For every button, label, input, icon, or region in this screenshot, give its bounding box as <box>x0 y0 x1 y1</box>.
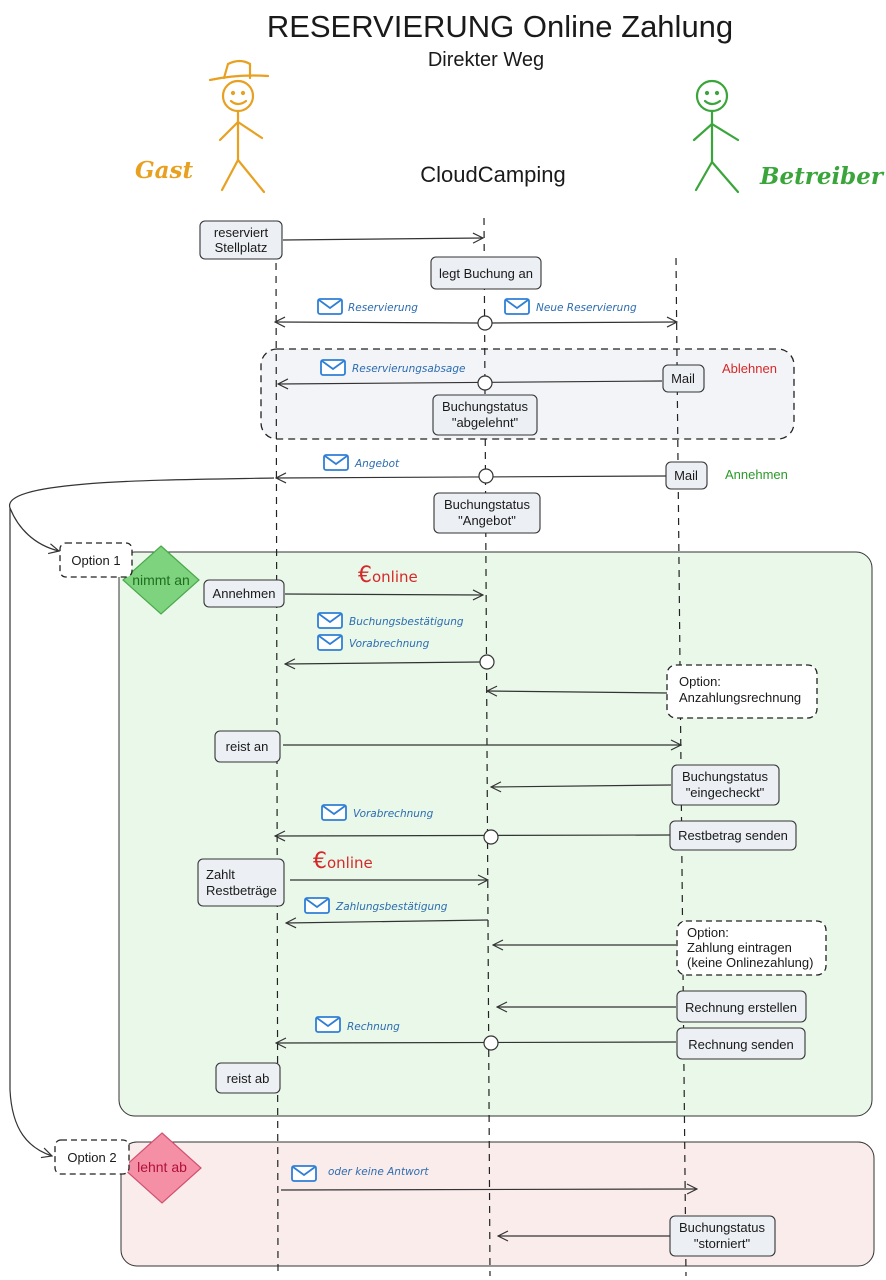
box-zahlung-eintragen <box>676 920 827 976</box>
decision-diamond-accepts <box>122 545 200 615</box>
mail-icon <box>317 634 343 651</box>
arrow-anzahlung <box>487 691 668 693</box>
junction-point <box>483 829 499 845</box>
msg-label: Vorabrechnung <box>349 638 430 650</box>
box-text: Annehmen <box>213 586 276 601</box>
msg-label: Angebot <box>354 458 400 470</box>
mail-icon <box>504 298 530 315</box>
arrow-reservierung-guest <box>275 322 479 323</box>
arrow-restbetrag <box>275 835 671 836</box>
system-label: CloudCamping <box>420 162 566 187</box>
arrow-reservierung-operator <box>490 322 677 323</box>
online-payment-label: €online <box>313 849 373 874</box>
mail-icon <box>321 804 347 821</box>
operator-label: Betreiber <box>759 163 885 190</box>
box-annehmen <box>203 579 285 608</box>
junction-point <box>477 375 493 391</box>
msg-label: Reservierungsabsage <box>352 363 466 375</box>
box-text: reist an <box>226 739 269 754</box>
msg-label: Reservierung <box>348 302 418 314</box>
msg-label: Vorabrechnung <box>353 808 434 820</box>
msg-label: Rechnung <box>347 1021 400 1033</box>
box-text: Mail <box>671 371 695 386</box>
mail-icon <box>291 1165 317 1182</box>
decision-label-declines: lehnt ab <box>137 1159 187 1175</box>
mail-icon <box>317 298 343 315</box>
box-text: Buchungstatus"Angebot" <box>444 497 531 528</box>
box-status-eingecheckt <box>671 764 780 806</box>
branch-connector-option2 <box>9 508 52 1156</box>
box-anzahlungsrechnung <box>666 664 818 719</box>
msg-label: Neue Reservierung <box>536 302 637 314</box>
arrow-annehmen <box>284 594 483 595</box>
mail-icon <box>317 612 343 629</box>
arrow-zahlungsbestaetigung <box>286 920 489 923</box>
msg-label: Zahlungsbestätigung <box>335 901 448 913</box>
operator-figure-icon <box>692 79 740 194</box>
box-status-angebot <box>433 492 541 534</box>
junction-point <box>483 1035 499 1051</box>
box-text: Buchungstatus"storniert" <box>679 1220 766 1251</box>
decision-diamond-declines <box>122 1132 202 1204</box>
ablehnen-region <box>260 348 795 440</box>
arrow-absage <box>278 381 663 384</box>
box-restbetrag-senden <box>669 820 797 851</box>
arrow-bestaetigung <box>285 662 481 664</box>
box-mail-ablehnen <box>662 364 705 393</box>
option2-label: Option 2 <box>67 1150 116 1165</box>
box-text: legt Buchung an <box>439 266 533 281</box>
page-title: RESERVIERUNG Online Zahlung <box>267 9 733 44</box>
box-reserviert-stellplatz <box>199 220 283 260</box>
arrow-reserve <box>282 238 483 240</box>
box-text: Restbetrag senden <box>678 828 788 843</box>
junction-point <box>478 468 494 484</box>
box-status-abgelehnt <box>432 394 538 436</box>
arrow-eingecheckt <box>491 785 672 787</box>
box-text: Buchungstatus"abgelehnt" <box>442 399 529 430</box>
junction-point <box>479 654 495 670</box>
guest-lifeline <box>275 249 279 1277</box>
box-text: reist ab <box>227 1071 270 1086</box>
box-text: Buchungstatus"eingecheckt" <box>682 769 769 800</box>
box-reist-ab <box>215 1062 281 1094</box>
branch-connector-option1 <box>9 477 275 551</box>
junction-point <box>477 315 493 331</box>
msg-label: oder keine Antwort <box>328 1166 429 1178</box>
box-text: Mail <box>674 468 698 483</box>
ablehnen-label: Ablehnen <box>722 361 777 376</box>
mail-icon <box>320 359 346 376</box>
box-zahlt-restbetraege <box>197 858 285 907</box>
guest-figure-icon <box>208 59 270 194</box>
decision-label-accepts: nimmt an <box>132 572 190 588</box>
box-reist-an <box>214 730 281 763</box>
page-subtitle: Direkter Weg <box>428 49 544 71</box>
option1-label-box <box>59 542 133 578</box>
annehmen-label: Annehmen <box>725 467 788 482</box>
box-rechnung-senden <box>676 1027 806 1060</box>
mail-icon <box>323 454 349 471</box>
box-mail-annehmen <box>665 461 708 490</box>
arrow-angebot <box>276 476 667 478</box>
mail-icon <box>304 897 330 914</box>
msg-label: Buchungsbestätigung <box>349 616 464 628</box>
box-text: Option:Zahlung eintragen(keine Onlinezah… <box>687 925 813 970</box>
option2-label-box <box>54 1139 130 1175</box>
box-text: Option:Anzahlungsrechnung <box>679 674 801 705</box>
box-text: Rechnung senden <box>688 1037 794 1052</box>
arrow-rechnung-senden <box>276 1042 677 1043</box>
box-status-storniert <box>669 1215 776 1257</box>
option1-label: Option 1 <box>71 553 120 568</box>
box-text: Rechnung erstellen <box>685 1000 797 1015</box>
mail-icon <box>315 1016 341 1033</box>
arrow-lehnt-ab <box>280 1189 697 1190</box>
box-rechnung-erstellen <box>676 990 807 1023</box>
guest-label: Gast <box>135 157 193 184</box>
box-legt-buchung-an <box>430 256 542 290</box>
online-payment-label: €online <box>358 563 418 588</box>
